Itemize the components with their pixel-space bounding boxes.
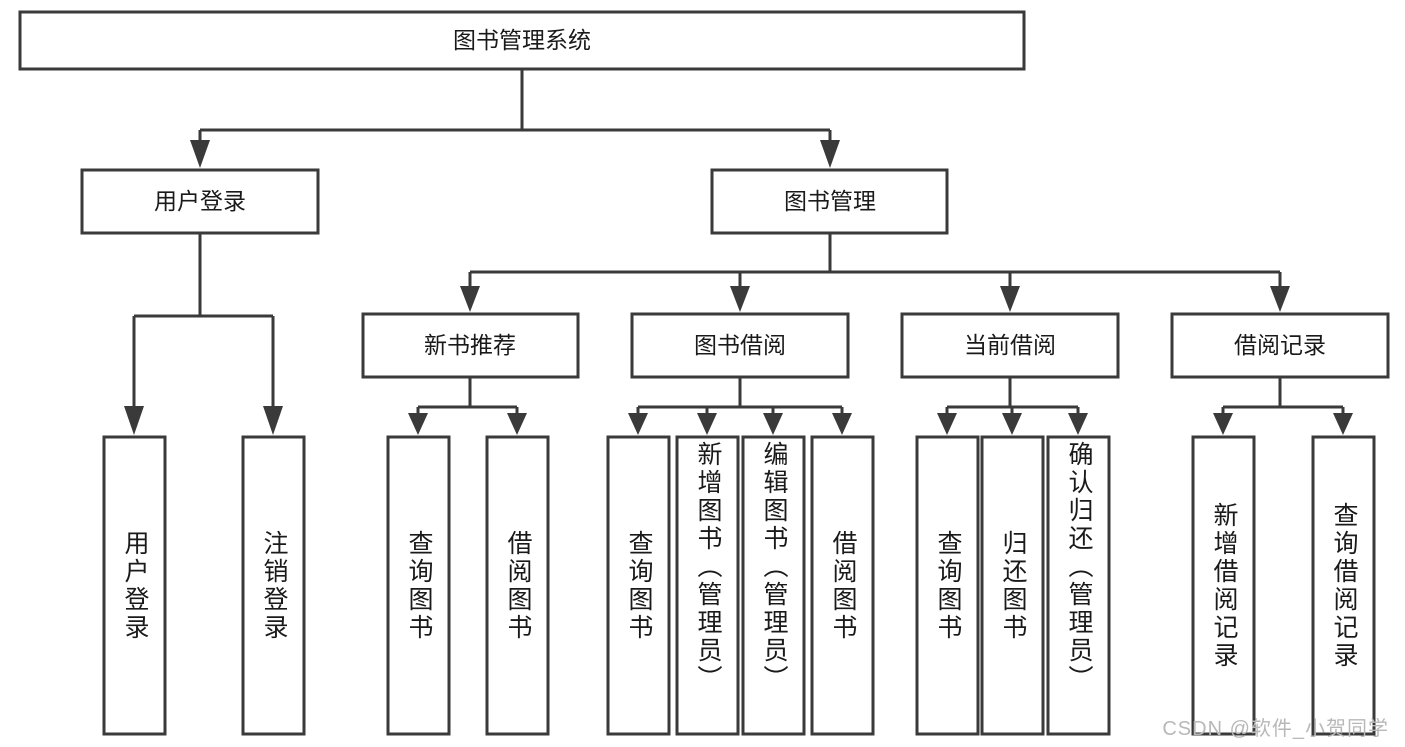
node-book-manage-box[interactable] [710, 168, 949, 235]
arrow-to-leaf-confirm-return [1068, 413, 1088, 435]
node-book-borrow-label: 图书借阅 [694, 332, 786, 358]
arrow-to-user-login [190, 140, 210, 168]
arrow-to-borrow-record [1270, 286, 1290, 312]
node-borrow-record-box[interactable] [1170, 312, 1390, 379]
arrow-to-leaf-query-book-2 [628, 413, 648, 435]
node-current-borrow-label: 当前借阅 [964, 332, 1056, 358]
node-root-label: 图书管理系统 [453, 27, 591, 53]
arrow-to-leaf-query-record [1333, 413, 1353, 435]
node-leaf-borrow-book-1-box[interactable] [485, 435, 550, 736]
edges-layer [124, 69, 1353, 435]
node-leaf-user-logout-box[interactable] [241, 435, 306, 736]
arrow-to-leaf-return-book [1002, 413, 1022, 435]
node-leaf-add-record-box[interactable] [1191, 435, 1256, 736]
arrow-to-book-borrow [730, 286, 750, 312]
arrow-to-leaf-query-book-3 [937, 413, 957, 435]
arrow-to-current-borrow [1000, 286, 1020, 312]
node-current-borrow-box[interactable] [900, 312, 1120, 379]
arrow-to-leaf-user-login [124, 406, 144, 435]
node-leaf-query-record-box[interactable] [1311, 435, 1376, 736]
arrow-to-leaf-borrow-book-1 [507, 413, 527, 435]
arrow-to-leaf-borrow-book-2 [832, 413, 852, 435]
node-leaf-add-book-box[interactable] [675, 435, 740, 736]
node-new-book-rec-box[interactable] [361, 312, 580, 379]
arrow-to-leaf-add-book [697, 413, 717, 435]
csdn-watermark: CSDN @软件_小贺同学 [1162, 718, 1389, 740]
arrow-to-leaf-edit-book [763, 413, 783, 435]
node-user-login-label: 用户登录 [154, 188, 246, 214]
arrow-to-leaf-query-book-1 [408, 413, 428, 435]
node-leaf-edit-book-box[interactable] [741, 435, 806, 736]
nodes-layer: 图书管理系统 用户登录 图书管理 新书推荐 图书借阅 当前借阅 借阅记录 [18, 10, 1390, 736]
node-leaf-query-book-1-box[interactable] [386, 435, 451, 736]
node-leaf-borrow-book-2-box[interactable] [810, 435, 875, 736]
node-leaf-query-book-2-box[interactable] [606, 435, 671, 736]
node-borrow-record-label: 借阅记录 [1234, 332, 1326, 358]
arrow-to-leaf-user-logout [263, 406, 283, 435]
node-root-box[interactable] [18, 10, 1026, 71]
node-book-manage-label: 图书管理 [784, 188, 876, 214]
arrow-to-new-book-rec [460, 286, 480, 312]
node-leaf-query-book-3-box[interactable] [915, 435, 980, 736]
node-leaf-return-book-box[interactable] [980, 435, 1045, 736]
node-new-book-rec-label: 新书推荐 [424, 332, 516, 358]
node-leaf-user-login-box[interactable] [102, 435, 167, 736]
node-book-borrow-box[interactable] [630, 312, 850, 379]
arrow-to-leaf-add-record [1213, 413, 1233, 435]
arrow-to-book-manage [820, 140, 840, 168]
node-user-login-box[interactable] [80, 168, 320, 235]
node-leaf-confirm-return-box[interactable] [1046, 435, 1111, 736]
